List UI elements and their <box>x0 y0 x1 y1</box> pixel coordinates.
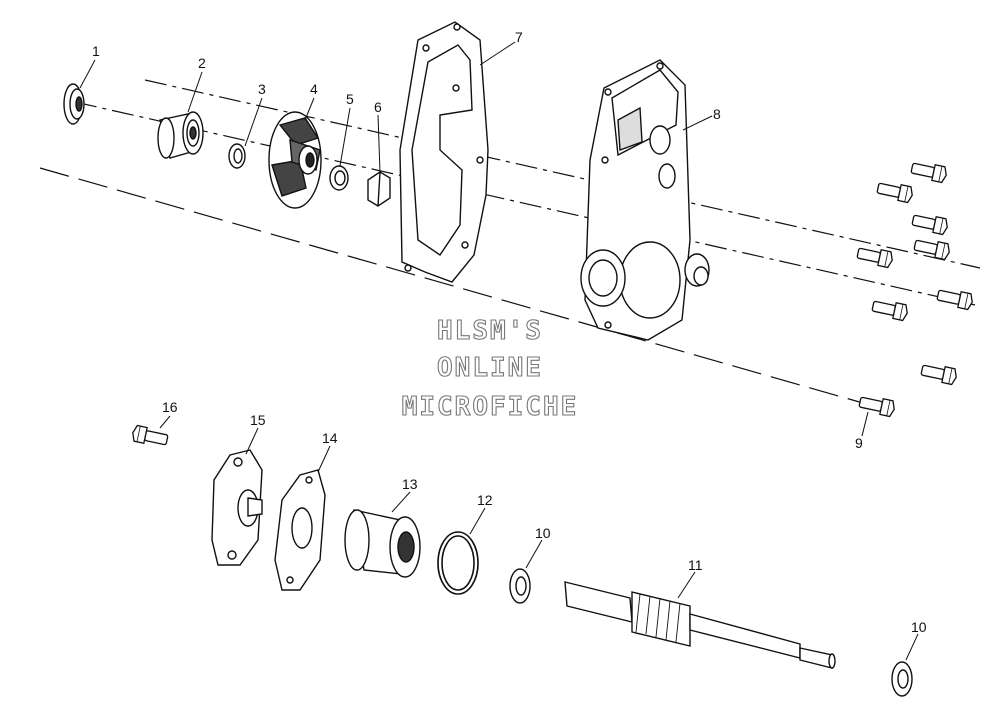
callout-7: 7 <box>515 29 523 45</box>
callout-15: 15 <box>250 412 266 428</box>
callout-16: 16 <box>162 399 178 415</box>
part-2-bearing <box>157 111 204 159</box>
callout-14: 14 <box>322 430 338 446</box>
part-9-bolts <box>855 159 975 418</box>
watermark-line-1: HLSM'S <box>436 315 543 346</box>
callout-12: 12 <box>477 492 493 508</box>
centerlines <box>39 79 981 406</box>
callout-6: 6 <box>374 99 382 115</box>
part-4-impeller <box>268 111 322 209</box>
callout-4: 4 <box>310 81 318 97</box>
part-10-washer-upper <box>509 568 531 604</box>
part-15-flange <box>211 449 263 566</box>
part-13-bushing <box>344 509 421 578</box>
part-8-cover <box>580 59 710 341</box>
part-14-gasket <box>274 469 326 591</box>
callout-9: 9 <box>855 435 863 451</box>
leader-lines <box>79 41 919 661</box>
part-11-shaft <box>564 581 836 669</box>
callout-11: 11 <box>688 557 703 573</box>
callout-2: 2 <box>198 55 206 71</box>
watermark-line-2: ONLINE <box>436 352 543 383</box>
part-1-seal <box>63 83 85 125</box>
callout-3: 3 <box>258 81 266 97</box>
callout-8: 8 <box>713 106 721 122</box>
part-7-gasket <box>399 21 489 283</box>
part-3-washer <box>228 143 246 169</box>
callout-13: 13 <box>402 476 418 492</box>
part-12-o-ring <box>437 531 479 595</box>
callout-10-upper: 10 <box>535 525 551 541</box>
part-10-washer-lower <box>891 661 913 697</box>
part-5-washer <box>329 165 349 191</box>
callout-1: 1 <box>92 43 100 59</box>
part-16-bolt <box>130 424 170 449</box>
part-6-nut <box>367 171 391 207</box>
callout-5: 5 <box>346 91 354 107</box>
callout-labels: 1 2 3 4 5 6 7 8 9 10 10 11 12 13 14 15 1… <box>92 29 927 635</box>
watermark-line-3: MICROFICHE <box>401 391 579 422</box>
callout-10-lower: 10 <box>911 619 927 635</box>
